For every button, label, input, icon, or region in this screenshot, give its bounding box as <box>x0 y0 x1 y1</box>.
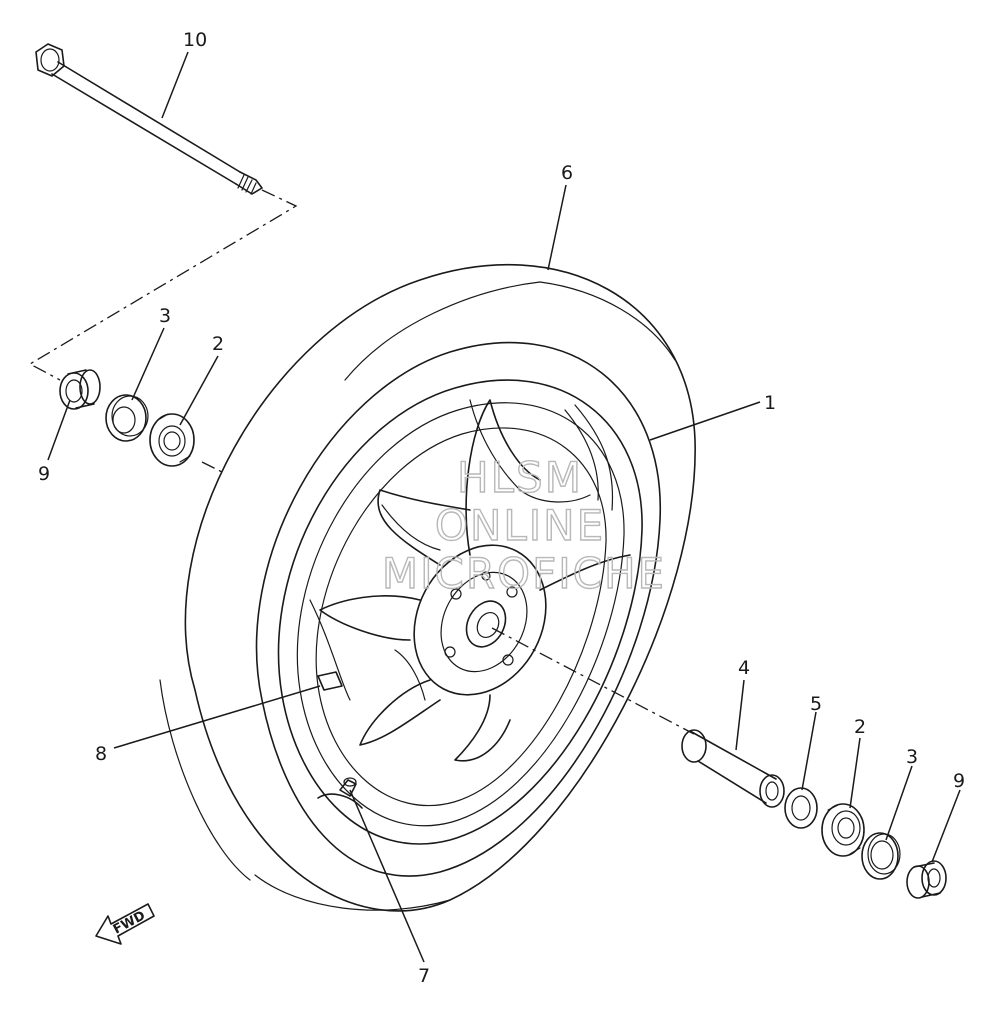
front-axle <box>35 43 263 195</box>
callout-9-left: 9 <box>38 463 50 485</box>
watermark-line-2: ONLINE <box>435 501 605 550</box>
fwd-label: FWD <box>111 908 148 937</box>
callout-7: 7 <box>418 965 430 987</box>
left-collar <box>59 369 101 410</box>
axle-centerline-through-hub <box>491 627 695 735</box>
right-oil-seal-5 <box>784 787 818 829</box>
axle-centerline <box>28 189 298 381</box>
callout-5: 5 <box>810 693 822 715</box>
forward-direction-arrow: FWD <box>95 903 155 945</box>
right-oil-seal <box>861 832 901 880</box>
wheel-collar <box>681 729 785 808</box>
left-bearing <box>149 413 195 467</box>
callout-2-right: 2 <box>854 716 866 738</box>
leader-lines <box>47 51 961 963</box>
tire <box>159 264 696 912</box>
right-bearing <box>821 803 865 857</box>
watermark: HLSM ONLINE MICROFICHE <box>381 452 666 598</box>
cast-wheel <box>277 379 643 845</box>
watermark-line-1: HLSM <box>457 453 583 502</box>
callout-6: 6 <box>561 162 573 184</box>
callout-2-left: 2 <box>212 333 224 355</box>
callout-numbers: 10 6 3 2 9 1 4 5 2 3 9 8 7 <box>38 29 965 987</box>
callout-8: 8 <box>95 743 107 765</box>
watermark-line-3: MICROFICHE <box>382 549 666 598</box>
callout-1: 1 <box>764 392 776 414</box>
axle-centerline-right <box>201 461 223 473</box>
callout-10: 10 <box>183 29 207 51</box>
callout-3-right: 3 <box>906 746 918 768</box>
callout-9-right: 9 <box>953 770 965 792</box>
right-collar <box>906 860 947 899</box>
callout-3-left: 3 <box>159 305 171 327</box>
callout-4: 4 <box>738 657 750 679</box>
left-oil-seal <box>105 394 149 442</box>
